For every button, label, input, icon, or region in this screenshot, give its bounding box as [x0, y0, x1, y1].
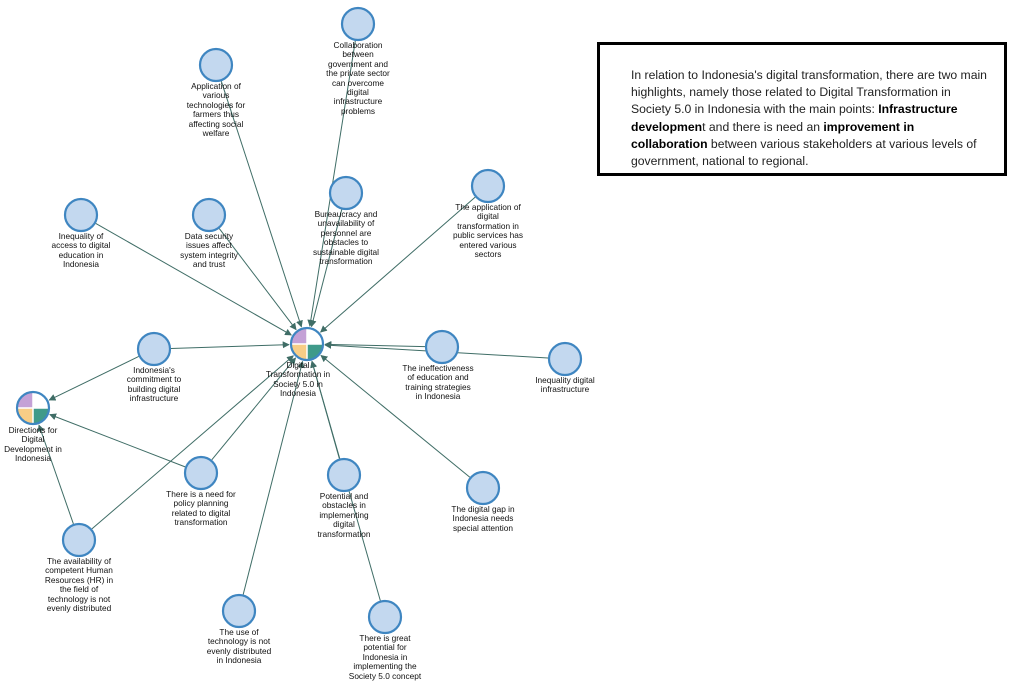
label-data-security: Data security issues affect system integ… [180, 231, 238, 270]
node-potential-obstacles[interactable] [326, 457, 362, 493]
hub-main[interactable] [289, 326, 325, 362]
node-digital-gap[interactable] [465, 470, 501, 506]
node-public-services[interactable] [470, 168, 506, 204]
label-potential-obstacles: Potential and obstacles in implementing … [317, 491, 371, 539]
label-inequality-infra: Inequality digital infrastructure [535, 375, 595, 395]
label-directions: Directions for Digital Development in In… [4, 425, 62, 464]
hub-directions[interactable] [15, 390, 51, 426]
label-tech-farmers: Application of various technologies for … [186, 81, 246, 139]
hub-main-ring [289, 326, 325, 362]
edge-policy-planning-to-directions [49, 413, 186, 468]
edge-policy-planning-to-main [211, 357, 297, 461]
nodes-layer [15, 6, 583, 635]
node-great-potential[interactable] [367, 599, 403, 635]
label-public-services: The application of digital transformatio… [452, 202, 524, 260]
info-bold-infrastructure: Infrastructure developmen [631, 102, 958, 134]
label-collab: Collaboration between government and the… [326, 40, 390, 116]
label-tech-use: The use of technology is not evenly dist… [206, 627, 272, 666]
node-collab[interactable] [340, 6, 376, 42]
edge-public-services-to-main [320, 196, 476, 333]
node-hr[interactable] [61, 522, 97, 558]
edges-layer [37, 40, 549, 601]
label-commitment: Indonesia's commitment to building digit… [126, 365, 182, 404]
label-digital-gap: The digital gap in Indonesia needs speci… [451, 504, 515, 533]
edge-digital-gap-to-main [320, 354, 471, 478]
label-policy-planning: There is a need for policy planning rela… [166, 489, 236, 528]
edge-tech-farmers-to-main [220, 81, 303, 328]
edge-commitment-to-main [170, 341, 290, 349]
edge-inequality-education-to-main [95, 222, 292, 336]
edge-data-security-to-main [218, 228, 297, 331]
edge-hr-to-main [91, 355, 294, 530]
edge-hr-to-directions [37, 424, 74, 525]
label-ineffectiveness: The ineffectiveness of education and tra… [402, 363, 474, 402]
node-inequality-education[interactable] [63, 197, 99, 233]
node-policy-planning[interactable] [183, 455, 219, 491]
node-inequality-infra[interactable] [547, 341, 583, 377]
info-text-part-3: between various stakeholders at various … [631, 136, 977, 169]
info-text-part-1: In relation to Indonesia's digital trans… [631, 68, 987, 117]
label-bureaucracy: Bureaucracy and unavailability of person… [313, 209, 379, 267]
info-box: In relation to Indonesia's digital trans… [597, 42, 1007, 176]
info-bold-collaboration: improvement in collaboration [631, 119, 915, 151]
label-great-potential: There is great potential for Indonesia i… [348, 633, 422, 681]
label-inequality-education: Inequality of access to digital educatio… [51, 231, 111, 270]
node-tech-use[interactable] [221, 593, 257, 629]
node-ineffectiveness[interactable] [424, 329, 460, 365]
node-bureaucracy[interactable] [328, 175, 364, 211]
edge-bureaucracy-to-main [309, 209, 343, 328]
node-commitment[interactable] [136, 331, 172, 367]
edge-ineffectiveness-to-main [324, 341, 426, 349]
edge-tech-use-to-main [242, 360, 305, 595]
edge-commitment-to-directions [48, 356, 139, 401]
node-tech-farmers[interactable] [198, 47, 234, 83]
hub-directions-ring [15, 390, 51, 426]
label-hr: The availability of competent Human Reso… [44, 556, 114, 614]
info-text-part-2: t and there is need an [702, 119, 824, 134]
label-main: Digital Transformation in Society 5.0 in… [265, 360, 331, 399]
node-data-security[interactable] [191, 197, 227, 233]
